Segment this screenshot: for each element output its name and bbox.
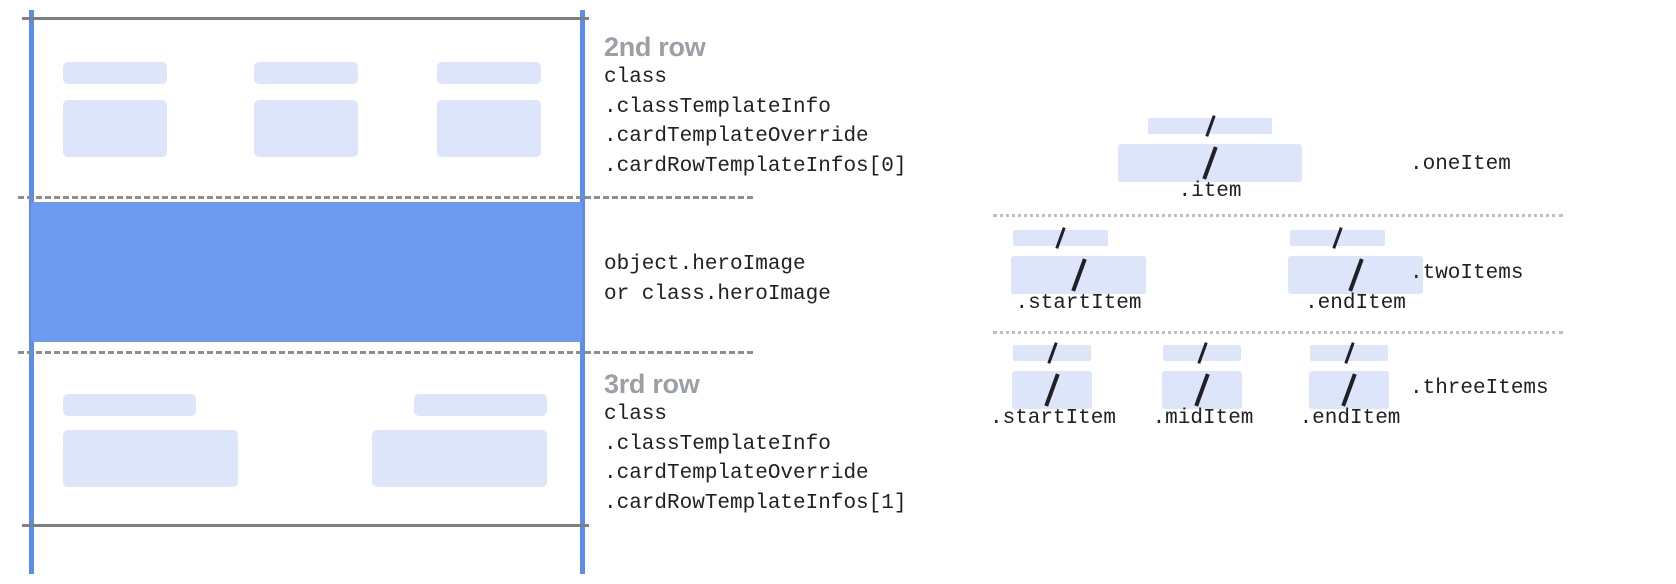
slash-icon xyxy=(1202,146,1218,180)
two-items-slot-0: .startItem xyxy=(1011,227,1146,315)
card-top-rule xyxy=(22,17,589,20)
slash-icon xyxy=(1194,373,1210,407)
three-items-slot-1-caption: .midItem xyxy=(1152,407,1254,430)
slash-icon xyxy=(1341,373,1357,407)
two-items-slot-0-box xyxy=(1011,256,1146,294)
three-items-slot-1: .midItem xyxy=(1153,342,1253,430)
three-items-slot-2: .endItem xyxy=(1300,342,1400,430)
three-items-slot-0-caption: .startItem xyxy=(989,407,1117,430)
second-row-annotation: 2nd row class .classTemplateInfo .cardTe… xyxy=(604,31,906,181)
two-items-slot-1-box xyxy=(1288,256,1423,294)
hero-image-block xyxy=(31,202,582,342)
three-items-slot-0-box xyxy=(1012,371,1092,409)
slash-icon xyxy=(1044,373,1060,407)
slash-icon xyxy=(1046,342,1058,364)
third-row-chip-value-1 xyxy=(63,430,238,487)
second-row-code-line-1: .classTemplateInfo xyxy=(604,95,831,119)
second-row-chip-value-2 xyxy=(254,100,358,157)
slash-icon xyxy=(1204,115,1216,137)
slash-icon xyxy=(1332,227,1343,249)
one-item-group-label: .oneItem xyxy=(1410,153,1511,176)
third-row-chip-label-2 xyxy=(414,394,547,416)
second-row-code-line-3: .cardRowTemplateInfos[0] xyxy=(604,154,907,178)
one-item-slot-0-caption: .item xyxy=(1178,180,1242,203)
three-items-group-label: .threeItems xyxy=(1410,377,1549,400)
three-items-slot-2-bar xyxy=(1310,342,1388,364)
third-row-code-line-2: .cardTemplateOverride xyxy=(604,462,869,485)
second-row-chip-value-3 xyxy=(437,100,541,157)
card-mockup xyxy=(0,0,753,584)
second-row-chip-label-1 xyxy=(63,62,167,84)
two-items-slot-1: .endItem xyxy=(1288,227,1423,315)
hero-code-line-1: or class.heroImage xyxy=(604,282,831,306)
second-row-chip-label-2 xyxy=(254,62,358,84)
second-row-chip-value-1 xyxy=(63,100,167,157)
third-row-chip-value-2 xyxy=(372,430,547,487)
two-items-slot-0-bar xyxy=(1013,227,1108,249)
one-item-slot-0-bar xyxy=(1148,115,1272,137)
slash-icon xyxy=(1347,258,1364,292)
one-item-slot-0: .item xyxy=(1118,115,1302,203)
three-items-slot-2-caption: .endItem xyxy=(1299,407,1401,430)
third-row-code-line-1: .classTemplateInfo xyxy=(604,432,831,456)
second-row-code-line-0: class xyxy=(604,66,668,89)
third-row-heading: 3rd row xyxy=(604,369,700,399)
third-row-chip-label-1 xyxy=(63,394,196,416)
two-items-slot-1-bar xyxy=(1290,227,1385,249)
card-bottom-rule xyxy=(22,524,589,527)
card-right-guide-line xyxy=(580,10,585,574)
third-row-code-line-0: class xyxy=(604,403,668,426)
three-items-slot-0-bar xyxy=(1013,342,1091,364)
hero-bottom-divider xyxy=(18,351,753,354)
third-row-code-line-3: .cardRowTemplateInfos[1] xyxy=(604,491,907,515)
hero-code-line-0: object.heroImage xyxy=(604,253,806,276)
two-items-slot-1-caption: .endItem xyxy=(1305,292,1406,315)
three-items-slot-1-bar xyxy=(1163,342,1241,364)
two-items-slot-0-caption: .startItem xyxy=(1015,292,1142,315)
second-row-code-line-2: .cardTemplateOverride xyxy=(604,125,869,148)
slash-icon xyxy=(1070,258,1087,292)
one-item-two-items-separator xyxy=(993,214,1563,217)
slash-icon xyxy=(1343,342,1355,364)
two-items-three-items-separator xyxy=(993,331,1563,334)
two-items-group-label: .twoItems xyxy=(1410,262,1524,285)
slash-icon xyxy=(1196,342,1208,364)
three-items-slot-2-box xyxy=(1309,371,1389,409)
three-items-slot-1-box xyxy=(1162,371,1242,409)
second-row-chip-label-3 xyxy=(437,62,541,84)
third-row-annotation: 3rd row class .classTemplateInfo .cardTe… xyxy=(604,368,906,518)
hero-annotation: object.heroImage or class.heroImage xyxy=(604,250,831,309)
slash-icon xyxy=(1055,227,1066,249)
item-layout-diagram: .item .oneItem .startItem .endItem .twoI… xyxy=(960,0,1676,584)
one-item-slot-0-box xyxy=(1118,144,1302,182)
second-row-heading: 2nd row xyxy=(604,32,706,62)
hero-top-divider xyxy=(18,196,753,199)
three-items-slot-0: .startItem xyxy=(990,342,1116,430)
